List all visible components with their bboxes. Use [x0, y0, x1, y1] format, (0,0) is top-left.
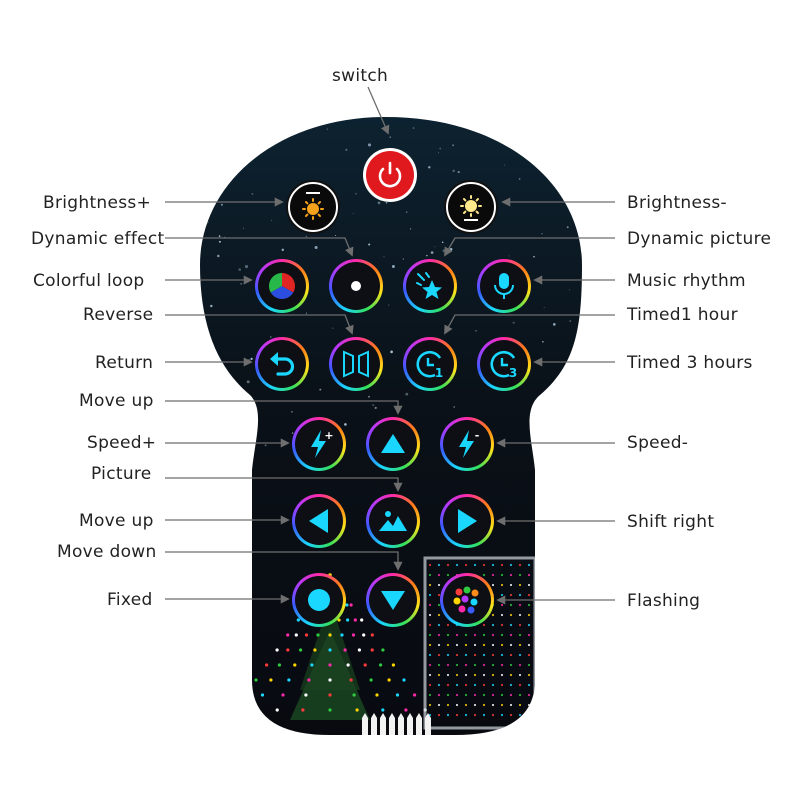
speed-plus-button[interactable]: +	[292, 417, 346, 471]
flashing-button[interactable]	[440, 573, 494, 627]
dynamic-picture-button[interactable]	[403, 259, 457, 313]
move-left-button[interactable]	[292, 494, 346, 548]
lightning-minus-icon: -	[459, 429, 480, 458]
power-icon	[378, 161, 402, 188]
svg-text:1: 1	[435, 366, 443, 380]
leader-line	[165, 314, 354, 335]
music-rhythm-button[interactable]	[477, 259, 531, 313]
label-fixed: Fixed	[107, 590, 153, 610]
leader-line	[165, 237, 354, 257]
label-return: Return	[95, 353, 154, 373]
mountain-picture-icon	[379, 511, 407, 531]
label-brightness-minus: Brightness-	[627, 193, 727, 213]
power-button[interactable]	[363, 148, 417, 202]
leader-line	[165, 551, 403, 571]
label-dynamic-effect: Dynamic effect	[31, 229, 165, 249]
label-picture: Picture	[91, 464, 152, 484]
triangle-down-icon	[381, 591, 405, 610]
label-move-up-left: Move up	[79, 511, 154, 531]
fixed-button[interactable]	[292, 573, 346, 627]
brightness-minus-button[interactable]	[444, 180, 498, 234]
leader-line	[367, 86, 390, 135]
label-reverse: Reverse	[83, 305, 154, 325]
label-speed-plus: Speed+	[87, 433, 157, 453]
shift-right-button[interactable]	[440, 494, 494, 548]
shooting-star-icon	[416, 272, 442, 299]
microphone-icon	[494, 273, 514, 299]
brightness-plus-button[interactable]	[286, 180, 340, 234]
triangle-right-icon	[458, 509, 477, 533]
leader-line	[165, 477, 403, 492]
label-music-rhythm: Music rhythm	[627, 271, 746, 291]
reverse-frames-icon	[343, 350, 369, 378]
color-circle-icon	[351, 281, 361, 291]
label-move-down: Move down	[57, 542, 157, 562]
move-down-button[interactable]	[366, 573, 420, 627]
clock-3-icon: 3	[490, 350, 517, 380]
return-arrow-icon	[270, 352, 295, 376]
label-timed-1-hour: Timed1 hour	[627, 305, 738, 325]
svg-text:3: 3	[509, 366, 517, 380]
svg-text:+: +	[324, 429, 333, 442]
timed-3-hours-button[interactable]: 3	[477, 337, 531, 391]
return-button[interactable]	[255, 337, 309, 391]
triangle-up-icon	[381, 434, 405, 453]
lightning-plus-icon: +	[311, 429, 334, 458]
speed-minus-button[interactable]: -	[440, 417, 494, 471]
reverse-button[interactable]	[329, 337, 383, 391]
leader-line	[444, 237, 615, 257]
timed-1-hour-button[interactable]: 1	[403, 337, 457, 391]
svg-text:-: -	[475, 429, 480, 442]
triangle-left-icon	[309, 509, 328, 533]
label-colorful-loop: Colorful loop	[33, 271, 145, 291]
label-dynamic-picture: Dynamic picture	[627, 229, 772, 249]
clock-1-icon: 1	[416, 350, 443, 380]
label-move-up-top: Move up	[79, 391, 154, 411]
colorful-loop-button[interactable]	[255, 259, 309, 313]
leader-line	[165, 400, 403, 415]
label-shift-right: Shift right	[627, 512, 715, 532]
dot-icon	[308, 589, 330, 611]
multicolor-dots-icon	[453, 586, 479, 614]
label-flashing: Flashing	[627, 591, 701, 611]
label-speed-minus: Speed-	[627, 433, 689, 453]
label-brightness-plus: Brightness+	[43, 193, 152, 213]
picture-button[interactable]	[366, 494, 420, 548]
move-up-button[interactable]	[366, 417, 420, 471]
dynamic-effect-button[interactable]	[329, 259, 383, 313]
leader-line	[444, 314, 615, 335]
rgb-wheel-icon	[268, 273, 296, 300]
sun-icon	[460, 195, 482, 221]
sun-icon	[302, 192, 324, 220]
label-switch: switch	[332, 66, 389, 86]
label-timed-3-hours: Timed 3 hours	[627, 353, 753, 373]
